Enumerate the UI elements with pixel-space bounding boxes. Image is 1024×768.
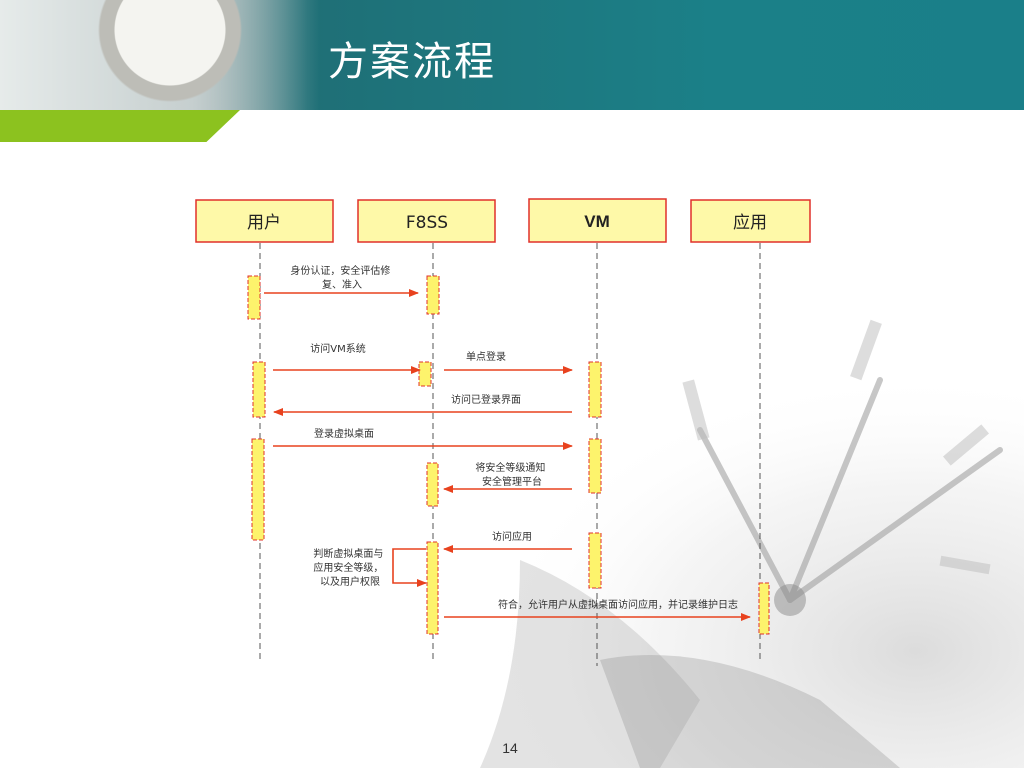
message-label-6-line-2: 安全管理平台 bbox=[482, 475, 542, 488]
page-title: 方案流程 bbox=[328, 39, 496, 85]
actor-label-user: 用户 bbox=[247, 213, 281, 233]
message-label-4: 访问已登录界面 bbox=[451, 393, 521, 406]
message-label-5: 登录虚拟桌面 bbox=[314, 427, 374, 440]
activation-f8ss-2 bbox=[418, 361, 432, 387]
message-label-6-line-1: 将安全等级通知 bbox=[475, 461, 545, 474]
actor-user: 用户 bbox=[195, 199, 334, 243]
message-label-1-line-2: 复、准入 bbox=[322, 278, 362, 291]
activation-f8ss-4 bbox=[426, 541, 439, 635]
activation-user-1 bbox=[247, 275, 261, 320]
actor-label-f8ss: F8SS bbox=[406, 213, 448, 233]
message-label-3: 单点登录 bbox=[466, 350, 506, 363]
message-label-7: 访问应用 bbox=[492, 530, 532, 543]
accent-bar bbox=[0, 110, 240, 142]
activation-app-1 bbox=[758, 582, 770, 635]
message-label-9: 符合，允许用户从虚拟桌面访问应用，并记录维护日志 bbox=[498, 598, 738, 611]
page-number: 14 bbox=[502, 740, 518, 756]
actor-label-app: 应用 bbox=[733, 213, 767, 233]
activation-vm-3 bbox=[588, 532, 602, 589]
message-label-self-line-3: 以及用户权限 bbox=[320, 575, 380, 588]
activation-user-2 bbox=[252, 361, 266, 418]
activation-vm-1 bbox=[588, 361, 602, 418]
message-label-self: 判断虚拟桌面与 应用安全等级， 以及用户权限 bbox=[313, 547, 386, 588]
message-label-self-line-2: 应用安全等级， bbox=[313, 561, 383, 574]
activation-vm-2 bbox=[588, 438, 602, 494]
message-label-1-line-1: 身份认证，安全评估修 bbox=[290, 264, 390, 277]
message-label-2: 访问VM系统 bbox=[310, 342, 365, 355]
actor-label-vm: VM bbox=[584, 212, 610, 231]
header-stopwatch-image bbox=[0, 0, 320, 110]
actor-vm: VM bbox=[528, 198, 667, 243]
actor-f8ss: F8SS bbox=[357, 199, 496, 243]
message-label-6: 将安全等级通知 安全管理平台 bbox=[475, 461, 548, 488]
message-label-self-line-1: 判断虚拟桌面与 bbox=[313, 547, 383, 560]
activation-f8ss-3 bbox=[426, 462, 439, 507]
message-arrow-self bbox=[392, 548, 427, 587]
activation-f8ss-1 bbox=[426, 275, 440, 315]
actor-app: 应用 bbox=[690, 199, 811, 243]
message-label-1: 身份认证，安全评估修 复、准入 bbox=[290, 264, 393, 291]
activation-user-3 bbox=[251, 438, 265, 541]
